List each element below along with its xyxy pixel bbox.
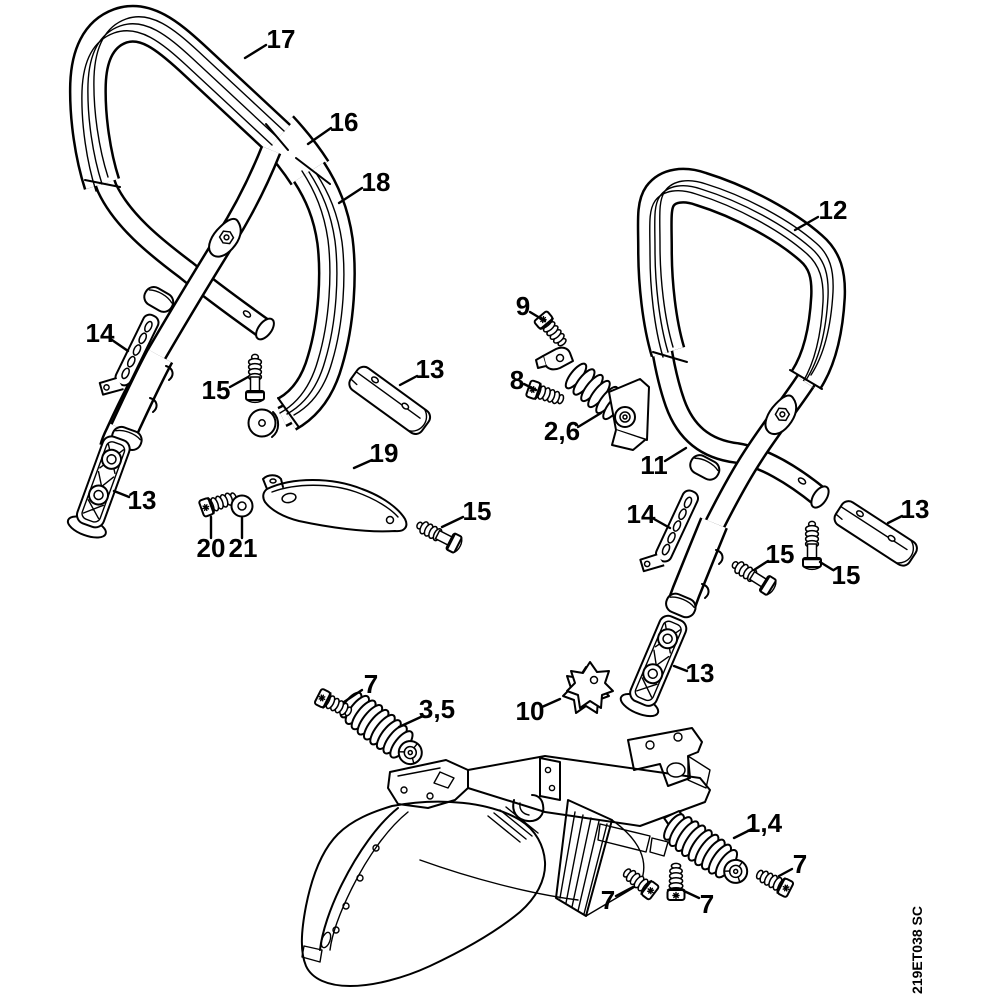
screw-15-left-horizontal [412,515,466,556]
part-label-3-5: 3,5 [419,694,455,724]
part-label-2-6: 2,6 [544,416,580,446]
handlebar-assembly-left [64,4,466,556]
part-label-13-left-grip: 13 [128,485,157,515]
part-label-18: 18 [362,167,391,197]
leader-lines [110,43,904,900]
handle-hose-18 [276,157,356,431]
grip-13-left [64,423,146,543]
handle-molding-19 [262,474,408,533]
part-label-14-left: 14 [86,318,115,348]
grip-middle-16 [260,115,330,186]
part-label-14-right: 14 [627,499,656,529]
part-label-15-left-horizontal: 15 [463,496,492,526]
screw-7-left [618,863,661,902]
screw-7-middle [666,862,686,901]
part-label-13-right-molding: 13 [901,494,930,524]
part-label-1-4: 1,4 [746,808,783,838]
screw-15-right-vertical [802,520,822,571]
buffer-assembly-2-6 [535,346,650,451]
part-label-13-right-grip: 13 [686,658,715,688]
part-label-19: 19 [370,438,399,468]
annular-buffer-3-5 [334,686,433,775]
part-label-15-right-vertical: 15 [832,560,861,590]
handle-hose-17 [68,4,291,192]
screw-8 [524,379,567,410]
part-label-21: 21 [229,533,258,563]
part-label-7-left: 7 [601,885,615,915]
part-label-11: 11 [640,450,668,480]
callout-labels: 17 16 18 14 15 13 13 19 20 21 15 12 9 8 … [86,24,930,919]
washer-21 [230,494,254,518]
grip-13-right [616,589,700,722]
part-label-20: 20 [197,533,226,563]
diagram-part-code: 219ET038 SC [909,906,925,994]
tube-end-disc [247,408,280,438]
part-label-7-right: 7 [793,849,807,879]
handlebar-assembly-right [616,167,921,722]
part-label-15-left: 15 [202,375,231,405]
part-label-17: 17 [267,24,296,54]
part-label-7-front: 7 [364,669,378,699]
part-label-13-left-molding: 13 [416,354,445,384]
part-label-9: 9 [516,291,530,321]
screw-15-left-vertical [245,353,265,404]
engine-housing [300,727,711,987]
part-label-12: 12 [819,195,848,225]
handle-hose-12 [636,167,847,390]
part-label-8: 8 [510,365,524,395]
part-label-16: 16 [330,107,359,137]
part-label-7-middle: 7 [700,889,714,919]
bushing-10 [562,661,614,714]
part-label-15-right-horizontal: 15 [766,539,795,569]
part-label-10: 10 [516,696,545,726]
